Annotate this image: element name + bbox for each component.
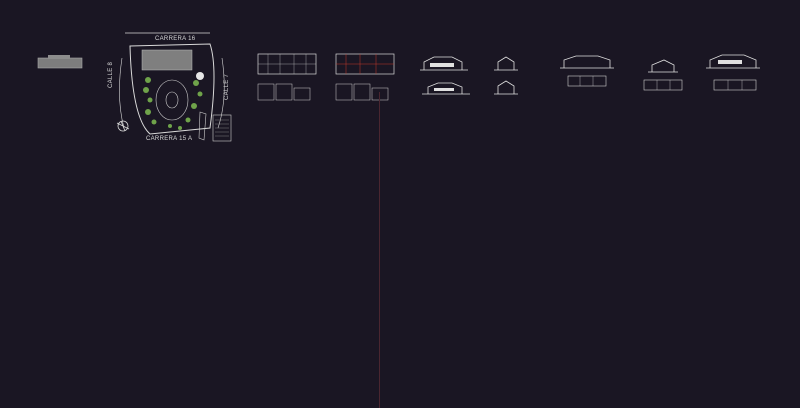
site-detail-shape[interactable] xyxy=(196,110,210,144)
floor-plan-1[interactable] xyxy=(254,50,320,104)
elevation-g[interactable] xyxy=(704,52,762,92)
site-plan[interactable] xyxy=(110,28,240,146)
building-block-thumbnail[interactable] xyxy=(36,54,86,72)
street-label-bottom: CARRERA 15 A xyxy=(146,136,193,142)
drawing-axis-line xyxy=(379,92,380,408)
elevation-f[interactable] xyxy=(640,56,686,92)
street-label-right: CALLE 7 xyxy=(224,73,230,100)
street-label-left: CALLE 8 xyxy=(108,61,114,88)
elevation-a[interactable] xyxy=(418,54,470,72)
elevation-b[interactable] xyxy=(420,80,472,96)
floor-plan-2[interactable] xyxy=(332,50,398,104)
site-legend-table[interactable] xyxy=(212,114,234,144)
elevation-e[interactable] xyxy=(558,52,616,90)
elevation-d[interactable] xyxy=(492,78,520,96)
street-label-top: CARRERA 16 xyxy=(155,36,196,42)
elevation-c[interactable] xyxy=(492,54,520,72)
